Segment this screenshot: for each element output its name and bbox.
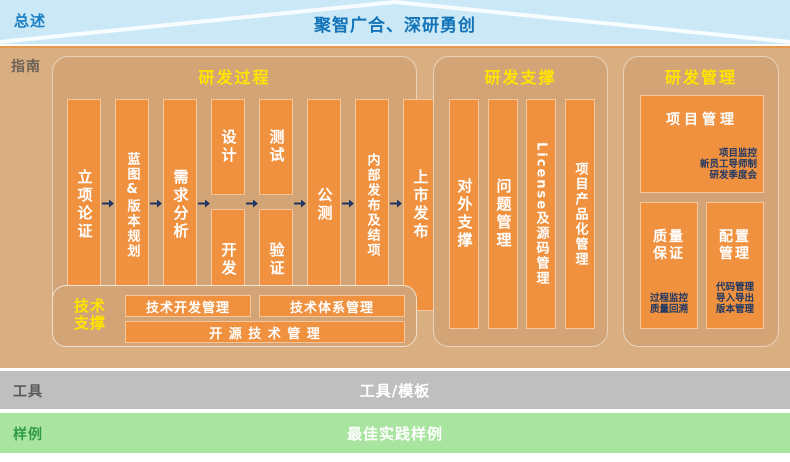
tech-support-label: 技术 支撑: [61, 298, 119, 332]
stage-label-7: 上市发布: [411, 169, 430, 241]
stage-label-6: 内部发布及结项: [364, 152, 380, 258]
rnd-management-title: 研发管理: [664, 68, 737, 87]
rnd-process-title: 研发过程: [198, 68, 271, 87]
process-arrow-5: [342, 199, 354, 208]
sample-title: 最佳实践样例: [346, 425, 443, 443]
project-note-0: 项目监控: [718, 148, 757, 159]
stage-card-1[interactable]: 蓝图&版本规划: [115, 99, 149, 311]
support-card-label-2: License及源码管理: [533, 141, 549, 287]
rnd-support-panel: 研发支撑 对外支撑 问题管理 License及源码管理 项目产品化管理: [433, 56, 608, 347]
rnd-support-title: 研发支撑: [484, 68, 557, 87]
quality-title-line1: 质量: [653, 229, 685, 245]
guide-band: 指南 研发过程 立项论证 蓝图&版本规划 需求分析: [0, 46, 790, 368]
stage-label-3-alt: 开发: [219, 242, 238, 278]
process-arrow-4: [294, 199, 306, 208]
process-arrow-3: [246, 199, 258, 208]
management-card-config-notes: 代码管理 导入导出 版本管理: [707, 282, 763, 315]
stage-label-4-alt: 验证: [267, 242, 286, 278]
project-note-2: 研发季度会: [709, 170, 757, 181]
config-note-0: 代码管理: [715, 282, 754, 293]
config-note-2: 版本管理: [715, 304, 754, 315]
management-card-project[interactable]: 项目管理 项目监控 新员工导师制 研发季度会: [640, 95, 764, 193]
stage-card-5[interactable]: 公测: [307, 99, 341, 311]
support-card-2[interactable]: License及源码管理: [526, 99, 556, 329]
project-note-1: 新员工导师制: [699, 159, 757, 170]
stage-card-7[interactable]: 上市发布: [403, 99, 437, 311]
tech-item-1[interactable]: 技术体系管理: [259, 295, 405, 317]
tech-item-label-2: 开 源 技 术 管 理: [209, 326, 321, 342]
sample-band: 样例 最佳实践样例: [0, 413, 790, 453]
quality-note-0: 过程监控: [649, 293, 688, 304]
process-arrow-2: [198, 199, 210, 208]
management-card-project-title: 项目管理: [666, 112, 738, 128]
stage-card-3-top[interactable]: 设计: [211, 99, 245, 195]
guide-side-label: 指南: [11, 59, 41, 75]
management-card-quality[interactable]: 质量 保证 过程监控 质量回溯: [640, 202, 698, 329]
tech-support-label-line1: 技术: [73, 297, 106, 315]
sample-side-label: 样例: [13, 427, 43, 443]
stage-card-0[interactable]: 立项论证: [67, 99, 101, 311]
management-card-quality-notes: 过程监控 质量回溯: [641, 293, 697, 315]
rnd-management-panel: 研发管理 项目管理 项目监控 新员工导师制 研发季度会 质量 保证 过程监控 质…: [623, 56, 779, 347]
tech-support-panel: 技术 支撑 技术开发管理 技术体系管理 开 源 技 术 管 理: [52, 285, 417, 347]
tech-support-label-line2: 支撑: [73, 314, 106, 332]
overview-band: 总述 聚智广合、深研勇创: [0, 0, 790, 44]
support-card-label-3: 项目产品化管理: [572, 161, 588, 267]
stage-card-2[interactable]: 需求分析: [163, 99, 197, 311]
quality-title-line2: 保证: [653, 246, 685, 262]
stage-label-2: 需求分析: [171, 169, 190, 241]
stage-card-4-top[interactable]: 测试: [259, 99, 293, 195]
tool-side-label: 工具: [13, 384, 43, 400]
support-card-0[interactable]: 对外支撑: [449, 99, 479, 329]
tool-title: 工具/模板: [359, 382, 431, 400]
tech-item-2[interactable]: 开 源 技 术 管 理: [125, 321, 405, 343]
chevron-decoration-icon: [0, 0, 790, 44]
stage-label-4: 测试: [267, 129, 286, 165]
management-card-quality-title: 质量 保证: [641, 229, 697, 263]
tech-item-label-1: 技术体系管理: [289, 300, 374, 316]
stage-label-5: 公测: [315, 187, 334, 223]
tool-band: 工具 工具/模板: [0, 371, 790, 409]
config-note-1: 导入导出: [715, 293, 754, 304]
stage-card-6[interactable]: 内部发布及结项: [355, 99, 389, 311]
support-card-1[interactable]: 问题管理: [488, 99, 518, 329]
config-title-line1: 配置: [719, 229, 751, 245]
stage-label-3: 设计: [219, 129, 238, 165]
quality-note-1: 质量回溯: [649, 304, 688, 315]
support-card-label-0: 对外支撑: [455, 178, 474, 250]
config-title-line2: 管理: [719, 246, 751, 262]
management-card-project-notes: 项目监控 新员工导师制 研发季度会: [700, 148, 757, 181]
management-card-config-title: 配置 管理: [707, 229, 763, 263]
stage-card-3-bottom[interactable]: 开发: [211, 209, 245, 311]
tech-item-0[interactable]: 技术开发管理: [125, 295, 251, 317]
process-arrow-1: [150, 199, 162, 208]
process-arrow-0: [102, 199, 114, 208]
stage-label-0: 立项论证: [75, 169, 94, 241]
overview-side-label: 总述: [14, 12, 47, 30]
process-arrow-6: [390, 199, 402, 208]
support-card-3[interactable]: 项目产品化管理: [565, 99, 595, 329]
overview-title: 聚智广合、深研勇创: [314, 16, 476, 36]
management-card-config[interactable]: 配置 管理 代码管理 导入导出 版本管理: [706, 202, 764, 329]
tech-item-label-0: 技术开发管理: [145, 300, 230, 316]
stage-label-1: 蓝图&版本规划: [124, 151, 140, 259]
support-card-label-1: 问题管理: [494, 178, 513, 250]
